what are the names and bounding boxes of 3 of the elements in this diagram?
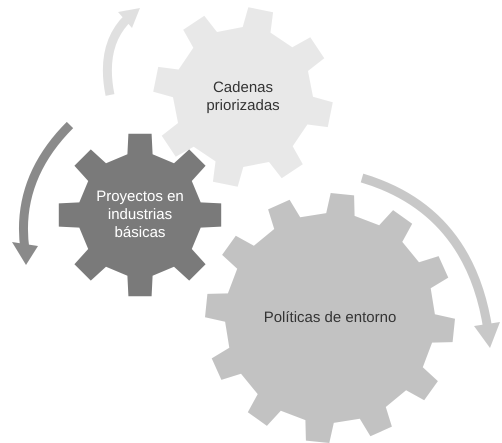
gear-label: Cadenas priorizadas bbox=[205, 79, 281, 115]
gear-label: Proyectos en industrias básicas bbox=[95, 188, 185, 242]
gear-label: Políticas de entorno bbox=[264, 309, 396, 327]
